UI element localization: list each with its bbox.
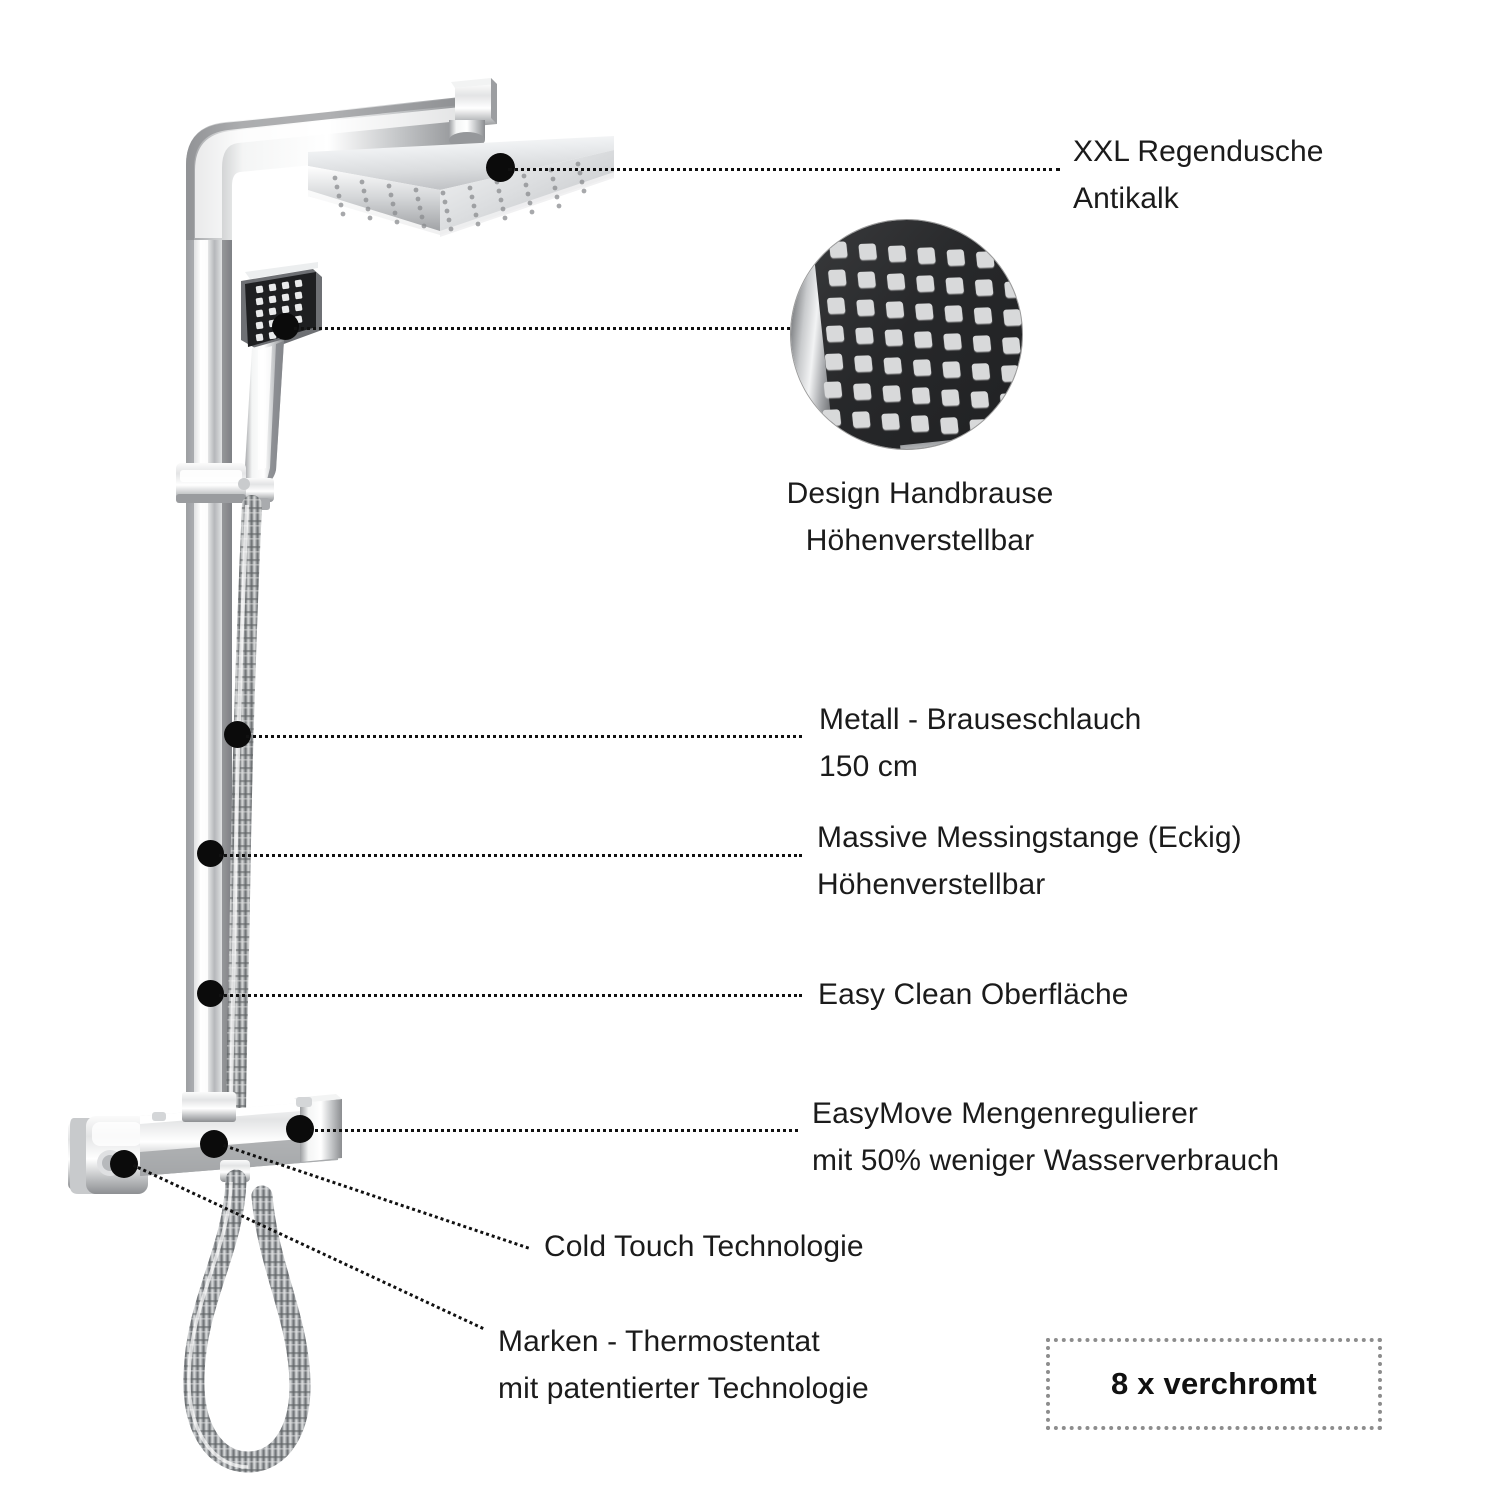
callout-thermostat-line1: Marken - Thermostentat [498,1325,820,1358]
callout-hose: Metall - Brauseschlauch 150 cm [819,696,1141,790]
callout-cold-touch-line1: Cold Touch Technologie [544,1230,864,1263]
leader-dot-hand-shower [272,313,299,340]
callout-riser-bar: Massive Messingstange (Eckig) Höhenverst… [817,814,1242,908]
callout-easy-clean: Easy Clean Oberfläche [818,971,1129,1018]
leader-line-easy-clean [219,994,802,997]
leader-line-easymove [310,1129,798,1132]
callout-hose-line1: Metall - Brauseschlauch [819,703,1142,736]
callout-easymove: EasyMove Mengenregulierer mit 50% wenige… [812,1090,1279,1184]
nozzle-detail-closeup [790,219,1023,450]
callout-hand-shower-line2: Höhenverstellbar [805,524,1035,557]
callout-hand-shower-line1: Design Handbrause [786,477,1054,510]
leader-line-hand-shower [294,327,790,330]
callout-thermostat: Marken - Thermostentat mit patentierter … [498,1318,869,1412]
shower-arm-graphic [186,78,497,240]
shower-system-illustration [68,78,614,1473]
leader-line-riser-bar [219,854,802,857]
hose-loop-graphic [183,1169,311,1473]
leader-line-hose [246,735,802,738]
callout-thermostat-line2: mit patentierter Technologie [498,1372,869,1405]
chrome-badge-label: 8 x verchromt [1111,1366,1317,1401]
hand-shower-graphic [240,262,322,510]
callout-hose-line2: 150 cm [819,750,918,783]
leader-dot-easymove [286,1115,314,1143]
leader-dot-easy-clean [197,980,224,1007]
leader-dot-rain-shower [486,153,515,182]
callout-rain-shower-line2: Antikalk [1073,182,1179,215]
callout-easymove-line1: EasyMove Mengenregulierer [812,1097,1199,1130]
leader-dot-cold-touch [200,1130,228,1158]
callout-rain-shower-line1: XXL Regendusche [1073,135,1324,168]
callout-riser-bar-line2: Höhenverstellbar [817,868,1046,901]
callout-easy-clean-line1: Easy Clean Oberfläche [818,978,1129,1011]
callout-cold-touch: Cold Touch Technologie [544,1223,864,1270]
leader-line-rain-shower [508,168,1060,171]
callout-rain-shower: XXL Regendusche Antikalk [1073,128,1324,222]
leader-dot-hose [224,721,251,748]
metal-hose-graphic [226,495,262,1130]
chrome-badge: 8 x verchromt [1046,1338,1382,1430]
rain-shower-head-graphic [308,136,614,237]
shower-system-svg [68,78,614,1473]
callout-riser-bar-line1: Massive Messingstange (Eckig) [817,821,1242,854]
riser-bar-graphic [186,215,232,1120]
nozzle-grid [822,235,1022,441]
leader-dot-thermostat [110,1150,138,1178]
slider-bracket-graphic [176,463,250,503]
leader-dot-riser-bar [197,840,224,867]
callout-easymove-line2: mit 50% weniger Wasserverbrauch [812,1144,1280,1177]
callout-hand-shower: Design Handbrause Höhenverstellbar [745,470,1095,564]
